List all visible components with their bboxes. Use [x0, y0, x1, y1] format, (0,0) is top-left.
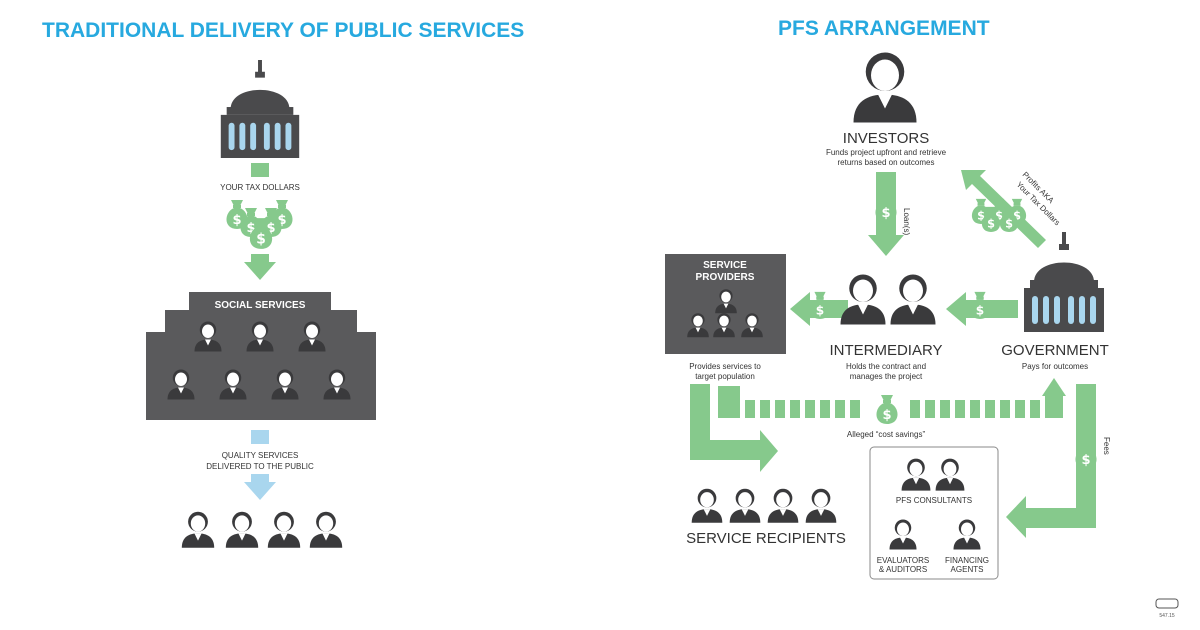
cost-savings-arrow: [718, 378, 1066, 418]
right-title: PFS ARRANGEMENT: [778, 17, 990, 40]
government-label: GOVERNMENT: [1001, 342, 1109, 359]
intermediary-desc-line1: Holds the contract and: [846, 362, 926, 371]
evaluators-line1: EVALUATORS: [877, 556, 929, 565]
loans-label: Loan(s): [902, 208, 911, 235]
financing-line2: AGENTS: [951, 565, 984, 574]
service-providers-line2: PROVIDERS: [696, 272, 755, 283]
service-recipients-icons: [691, 488, 837, 523]
tax-arrow-stem: [251, 163, 269, 177]
pfs-consultants-label: PFS CONSULTANTS: [896, 496, 972, 505]
left-title: TRADITIONAL DELIVERY OF PUBLIC SERVICES: [42, 19, 524, 42]
intermediary-money-bag-icon: [810, 291, 830, 319]
financing-line1: FINANCING: [945, 556, 989, 565]
investors-desc-line1: Funds project upfront and retrieve: [826, 148, 947, 157]
government-capitol-icon: [1024, 232, 1104, 332]
social-services-building: [146, 292, 376, 420]
providers-desc-line2: target population: [695, 372, 755, 381]
down-arrow-green: [244, 254, 276, 280]
public-recipients: [181, 511, 343, 548]
down-arrow-blue: [244, 474, 276, 500]
investor-icon: [853, 52, 917, 123]
quality-arrow-stem: [251, 430, 269, 444]
money-bag-icon: [226, 200, 293, 249]
quality-label-line2: DELIVERED TO THE PUBLIC: [206, 462, 314, 471]
providers-desc-line1: Provides services to: [689, 362, 761, 371]
cost-savings-money-bag-icon: [876, 395, 898, 424]
tax-dollars-label: YOUR TAX DOLLARS: [220, 183, 300, 192]
quality-label-line1: QUALITY SERVICES: [222, 451, 299, 460]
government-money-bag-icon: [970, 291, 990, 319]
intermediary-icon: [840, 274, 936, 325]
investors-desc-line2: returns based on outcomes: [838, 158, 935, 167]
government-desc: Pays for outcomes: [1022, 362, 1088, 371]
service-recipients-label: SERVICE RECIPIENTS: [686, 530, 846, 547]
fees-label: Fees: [1102, 437, 1111, 455]
evaluators-line2: & AUDITORS: [879, 565, 927, 574]
service-providers-line1: SERVICE: [703, 260, 747, 271]
cost-savings-label: Alleged “cost savings”: [847, 430, 926, 439]
providers-to-recipients-arrow: [690, 384, 778, 472]
footer-stamp: 547.15: [1155, 598, 1179, 619]
investors-label: INVESTORS: [843, 130, 929, 147]
capitol-icon: [220, 60, 300, 158]
intermediary-label: INTERMEDIARY: [829, 342, 942, 359]
social-services-label: SOCIAL SERVICES: [215, 300, 306, 311]
intermediary-desc-line2: manages the project: [850, 372, 923, 381]
stamp-code: 547.15: [1159, 613, 1175, 619]
